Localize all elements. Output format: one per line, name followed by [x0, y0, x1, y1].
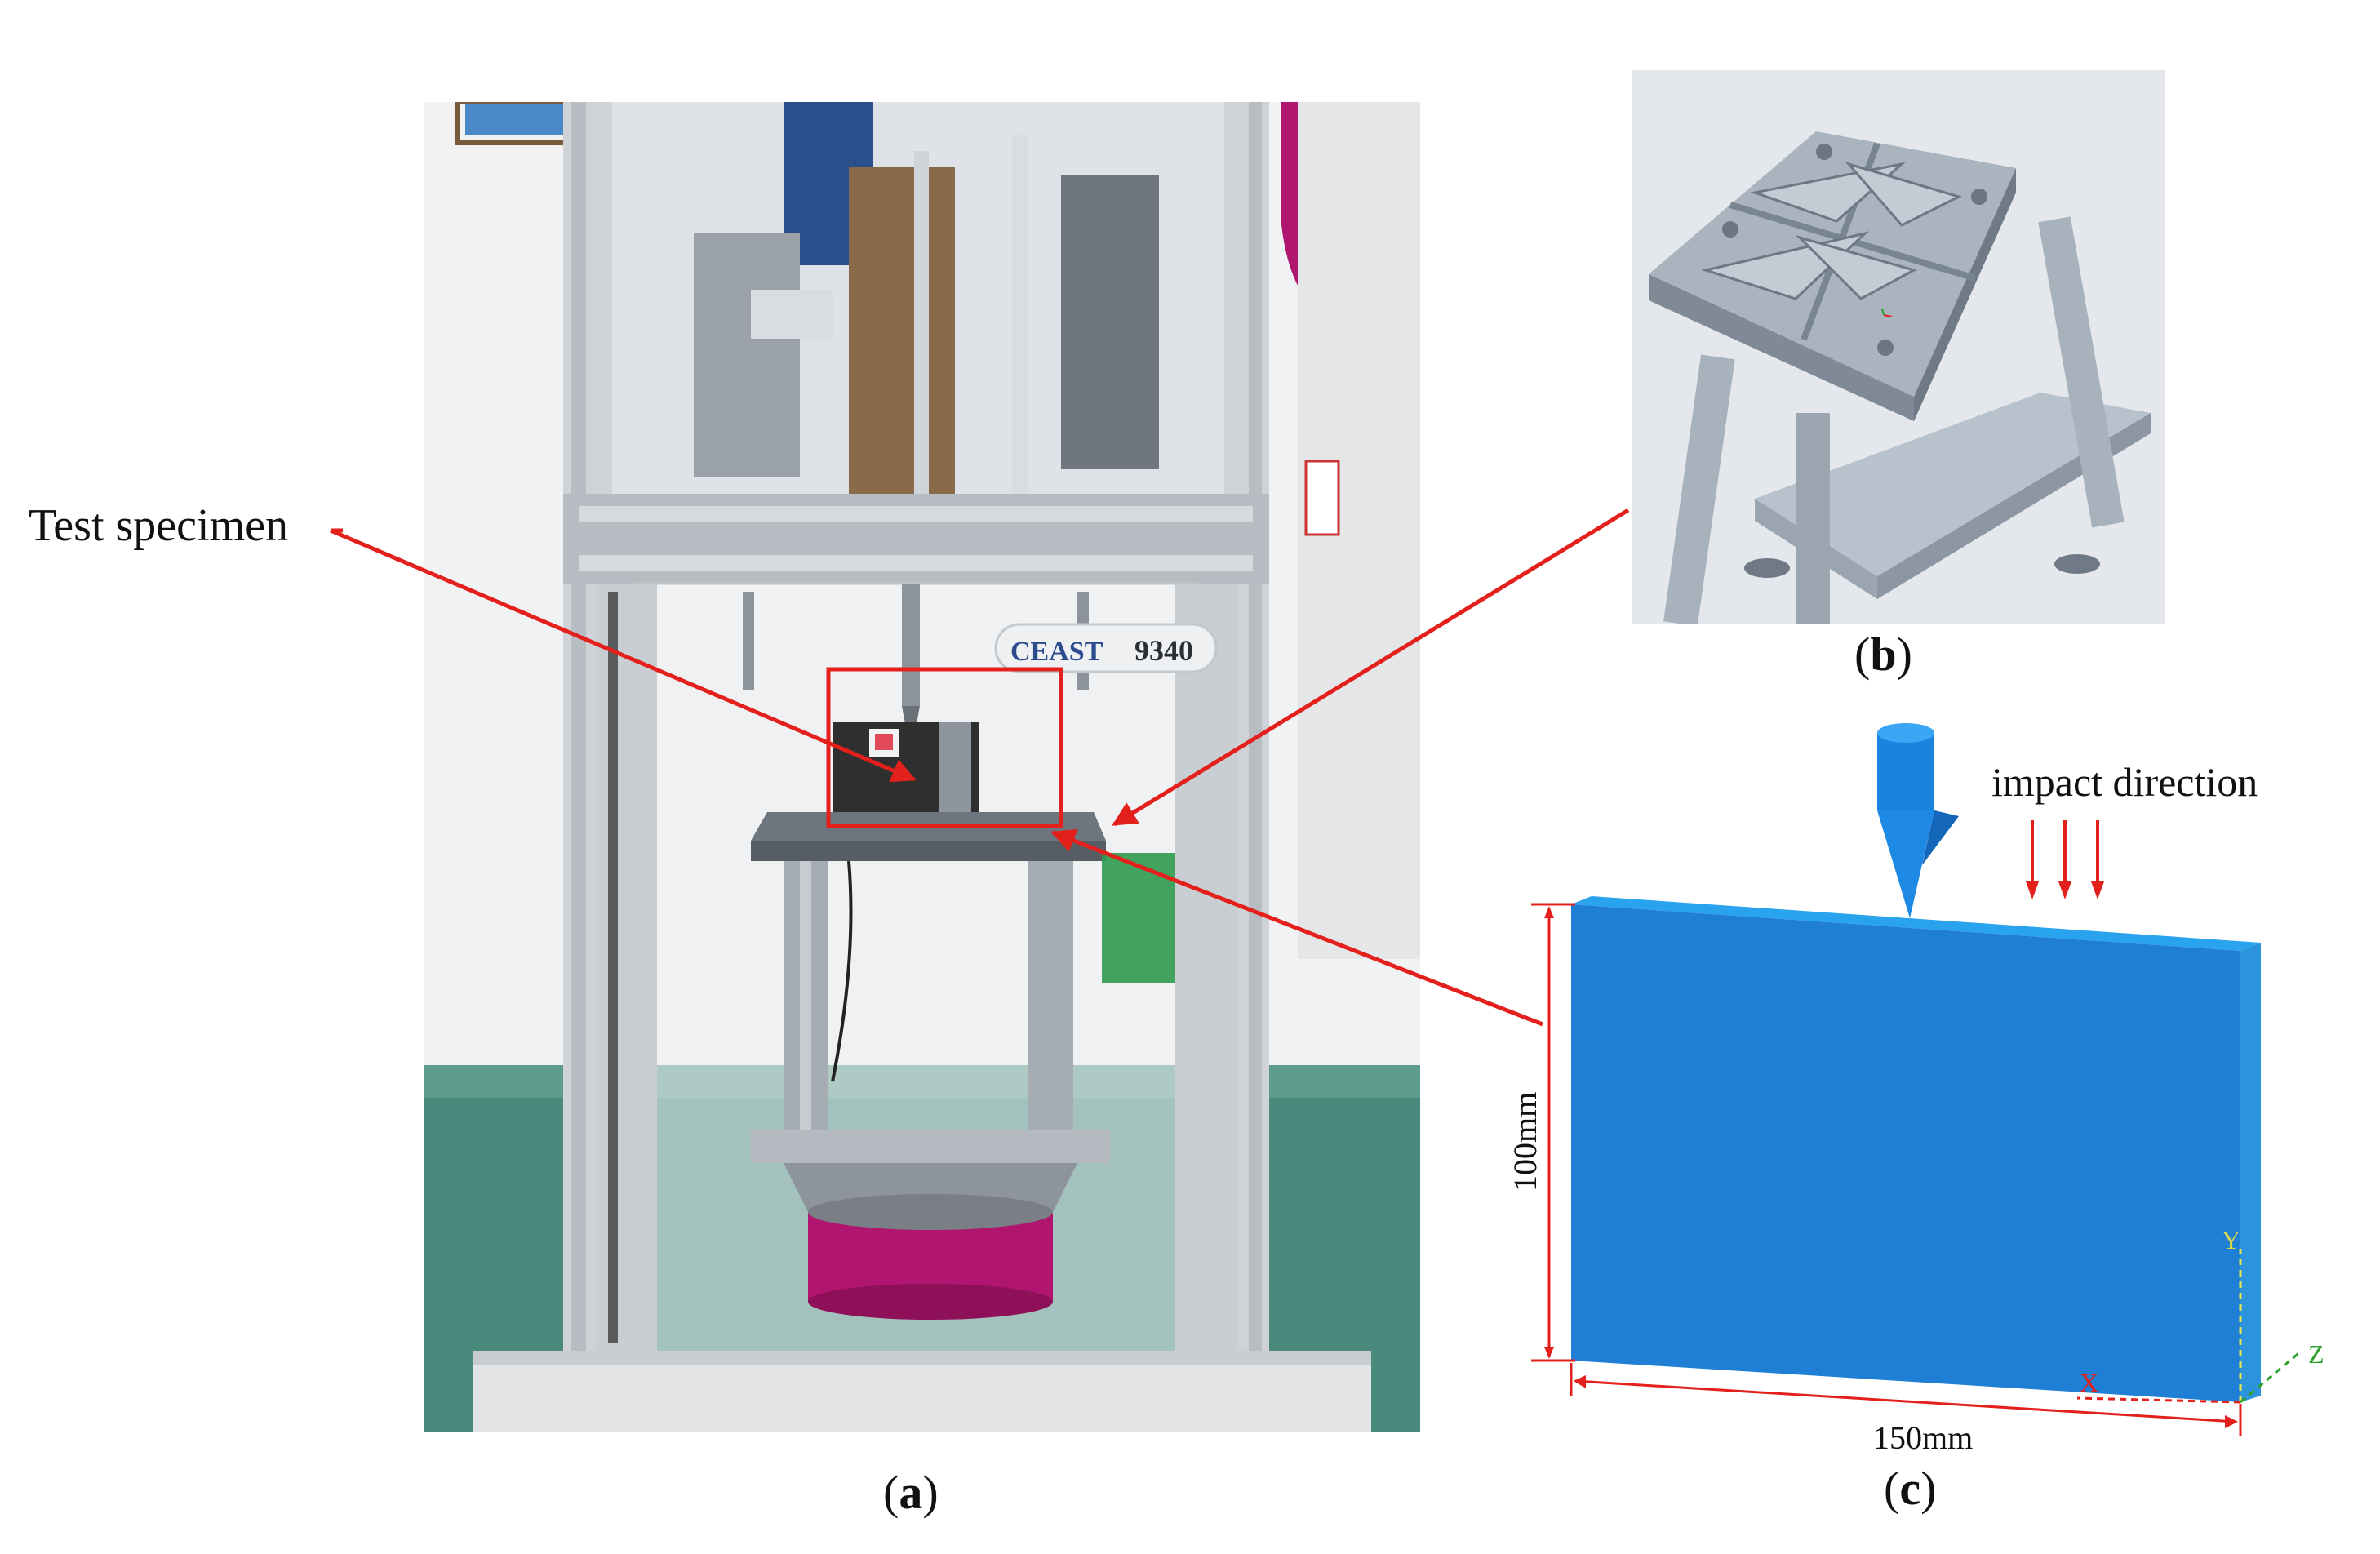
- width-dimension-label: 150mm: [1873, 1419, 1973, 1453]
- caption-panel-c: (c): [1884, 1462, 1937, 1515]
- axis-z-label: Z: [2308, 1339, 2324, 1369]
- panel-a-photo: CEAST 9340: [424, 100, 1420, 1432]
- fixture-cad-illustration: [1632, 70, 2165, 627]
- caption-panel-a: (a): [883, 1466, 939, 1519]
- machine-model-text: 9340: [1134, 634, 1193, 667]
- axis-x-label: X: [2080, 1368, 2098, 1397]
- specimen-model-illustration: impact direction 100mm 150mm Y X Z: [1507, 723, 2324, 1456]
- test-specimen-label: Test specimen: [29, 500, 288, 551]
- impact-machine-illustration: CEAST 9340: [424, 100, 1420, 1432]
- impact-direction-label: impact direction: [1991, 759, 2258, 805]
- panel-c-fe-model: impact direction 100mm 150mm Y X Z: [1502, 718, 2380, 1456]
- height-dimension-label: 100mm: [1507, 1092, 1543, 1192]
- impact-arrows: [2026, 820, 2104, 899]
- panel-b-cad-render: [1632, 70, 2165, 627]
- caption-panel-b: (b): [1854, 628, 1912, 681]
- axis-y-label: Y: [2222, 1225, 2240, 1254]
- machine-brand-text: CEAST: [1010, 637, 1103, 667]
